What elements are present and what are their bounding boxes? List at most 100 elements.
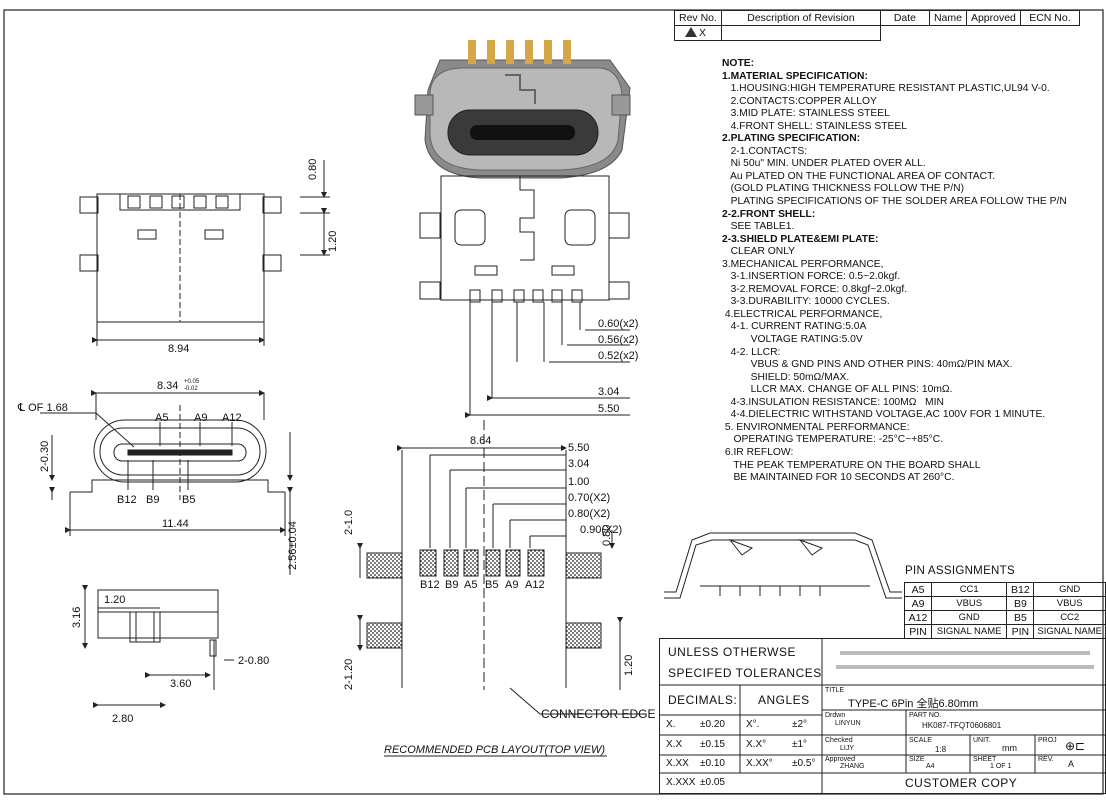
notes-block: NOTE:1.MATERIAL SPECIFICATION: 1.HOUSING… bbox=[722, 58, 1102, 485]
rev-row-description bbox=[720, 25, 881, 41]
pin-cell: A9 bbox=[903, 596, 933, 611]
projection-symbol-icon: ⊕⊏ bbox=[1065, 739, 1086, 753]
tol-xx-val: ±0.15 bbox=[700, 739, 725, 750]
pin-label-A9: A9 bbox=[194, 412, 207, 424]
checked-value: LIJY bbox=[840, 745, 855, 752]
rev-header-rev-no: Rev No. bbox=[674, 10, 722, 26]
drawn-label: Drdwn bbox=[825, 712, 846, 719]
pcb-dim-8-64: 8.64 bbox=[470, 435, 491, 447]
dim-8-94: 8.94 bbox=[168, 343, 189, 355]
dim-8-34: 8.34 bbox=[157, 380, 178, 392]
tol-x-val: ±0.20 bbox=[700, 719, 725, 730]
pcb-dim-0-80-v: 0.80 bbox=[601, 525, 613, 546]
note-line: 3.MID PLATE: STAINLESS STEEL bbox=[722, 108, 890, 120]
note-line: 5. ENVIRONMENTAL PERFORMANCE: bbox=[722, 421, 910, 433]
pcb-layout-title: RECOMMENDED PCB LAYOUT(TOP VIEW) bbox=[384, 744, 605, 756]
pcb-dim-0-90: 0.90(X2) bbox=[580, 524, 622, 536]
sheet-border bbox=[3, 9, 1104, 795]
note-line: 4-4.DIELECTRIC WITHSTAND VOLTAGE,AC 100V… bbox=[722, 409, 1046, 421]
note-heading: 2.PLATING SPECIFICATION: bbox=[722, 133, 861, 145]
note-line: PLATING SPECIFICATIONS OF THE SOLDER ARE… bbox=[722, 196, 1067, 208]
tol-xxx-val: ±0.10 bbox=[700, 758, 725, 769]
sheet-label: SHEET bbox=[973, 756, 997, 763]
note-line: VBUS & GND PINS AND OTHER PINS: 40mΩ/PIN… bbox=[722, 359, 1013, 371]
signal-cell: VBUS bbox=[1033, 596, 1106, 611]
dim-2-56: 2.56±0.04 bbox=[287, 521, 299, 570]
partno-value: HK087-TFQT0606801 bbox=[922, 721, 1002, 730]
profile-sketch bbox=[664, 532, 902, 599]
pcb-dim-1-20: 1.20 bbox=[623, 655, 635, 676]
pcb-dim-0-80: 0.80(X2) bbox=[568, 508, 610, 520]
note-line: SEE TABLE1. bbox=[722, 221, 795, 233]
approved-value: ZHANG bbox=[840, 763, 865, 770]
signal-cell: VBUS bbox=[931, 596, 1008, 611]
rev-value-tb: A bbox=[1068, 759, 1075, 769]
tol-xxxx: X.XXX bbox=[666, 777, 696, 788]
rev-row-rev: X bbox=[674, 25, 722, 41]
signal-cell: CC2 bbox=[1033, 610, 1106, 625]
rev-header-name: Name bbox=[928, 10, 967, 26]
pin-row: A12 GND B5 CC2 bbox=[903, 610, 1106, 625]
approved-label: Approved bbox=[825, 756, 855, 763]
side-dim-3-16: 3.16 bbox=[71, 607, 83, 628]
ang-x: X°. bbox=[746, 719, 760, 730]
pcb-pin-B12: B12 bbox=[420, 579, 440, 591]
note-line: 2-1.CONTACTS: bbox=[722, 145, 808, 157]
connector-3d-image bbox=[414, 40, 631, 179]
pcb-dim-2-1-20: 2-1.20 bbox=[343, 659, 355, 690]
signal-cell: GND bbox=[1033, 582, 1106, 597]
rev-label: REV. bbox=[1038, 756, 1054, 763]
drawn-value: LINYUN bbox=[835, 720, 861, 727]
note-heading: 2-3.SHIELD PLATE&EMI PLATE: bbox=[722, 233, 879, 245]
note-line: 1.HOUSING:HIGH TEMPERATURE RESISTANT PLA… bbox=[722, 83, 1050, 95]
side-dim-2-80: 2.80 bbox=[112, 713, 133, 725]
pin-header-row: PIN SIGNAL NAME PIN SIGNAL NAME bbox=[903, 624, 1106, 639]
ang-xx: X.X° bbox=[746, 739, 767, 750]
note-line: THE PEAK TEMPERATURE ON THE BOARD SHALL bbox=[722, 459, 981, 471]
customer-copy: CUSTOMER COPY bbox=[905, 776, 1018, 790]
pin-assignments-table: A5 CC1 B12 GND A9 VBUS B9 VBUS A12 GND B… bbox=[903, 582, 1106, 639]
title-block: UNLESS OTHERWSE SPECIFED TOLERANCES DECI… bbox=[659, 638, 1106, 794]
pin-assignments-title: PIN ASSIGNMENTS bbox=[905, 565, 1015, 577]
pcb-dim-3-04: 3.04 bbox=[568, 458, 589, 470]
ang-x-val: ±2° bbox=[792, 719, 808, 730]
pcb-dim-2-1-0: 2-1.0 bbox=[343, 510, 355, 535]
bottom-view bbox=[419, 175, 630, 418]
dim-11-44: 11.44 bbox=[162, 518, 189, 530]
pcb-layout bbox=[357, 420, 644, 757]
side-view bbox=[82, 585, 234, 708]
size-label: SIZE bbox=[909, 756, 925, 763]
pin-label-A12: A12 bbox=[222, 412, 242, 424]
side-dim-3-60: 3.60 bbox=[170, 678, 191, 690]
connector-edge-label: CONNECTOR EDGE bbox=[541, 707, 655, 721]
blurred-text-area bbox=[830, 645, 1100, 679]
note-heading: NOTE: bbox=[722, 58, 755, 69]
pin-cell: A5 bbox=[903, 582, 933, 597]
sheet-value: 1 OF 1 bbox=[990, 763, 1012, 770]
dim-0-60: 0.60(x2) bbox=[598, 318, 638, 330]
decimals-label: DECIMALS: bbox=[668, 693, 738, 707]
tolerance-heading-2: SPECIFED TOLERANCES bbox=[668, 666, 822, 680]
note-line: 4-3.INSULATION RESISTANCE: 100MΩ MIN bbox=[722, 396, 944, 408]
rev-header-ecn: ECN No. bbox=[1019, 10, 1080, 26]
ang-xx-val: ±1° bbox=[792, 739, 808, 750]
side-dim-2-0-80: 2-0.80 bbox=[238, 655, 269, 667]
unit-label: UNIT. bbox=[973, 737, 991, 744]
note-heading: 2-2.FRONT SHELL: bbox=[722, 208, 816, 220]
pcb-pin-B9: B9 bbox=[445, 579, 458, 591]
revision-table: Rev No. Description of Revision Date Nam… bbox=[674, 10, 1080, 41]
note-line: Au PLATED ON THE FUNCTIONAL AREA OF CONT… bbox=[722, 170, 996, 182]
note-line: 4.ELECTRICAL PERFORMANCE, bbox=[722, 308, 883, 320]
checked-label: Checked bbox=[825, 737, 853, 744]
note-line: 3-3.DURABILITY: 10000 CYCLES. bbox=[722, 296, 890, 308]
note-line: LLCR MAX. CHANGE OF ALL PINS: 10mΩ. bbox=[722, 384, 953, 396]
dim-8-34-tol-up: +0.05 bbox=[184, 379, 200, 385]
pin-row: A5 CC1 B12 GND bbox=[903, 582, 1106, 597]
dim-5-50: 5.50 bbox=[598, 403, 619, 415]
pin-label-A5: A5 bbox=[155, 412, 168, 424]
note-heading: 1.MATERIAL SPECIFICATION: bbox=[722, 70, 868, 82]
drawing-title: TYPE-C 6Pin 全贴6.80mm bbox=[848, 698, 979, 710]
note-line: Ni 50u" MIN. UNDER PLATED OVER ALL. bbox=[722, 158, 926, 170]
tol-xx: X.X bbox=[666, 739, 683, 750]
pin-label-B9: B9 bbox=[146, 494, 159, 506]
